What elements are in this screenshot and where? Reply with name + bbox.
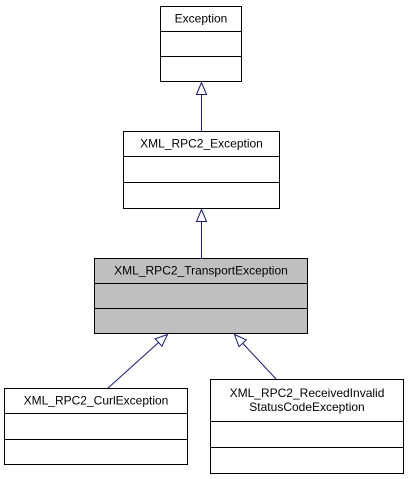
inheritance-edge-xml-rpc2-received-invalid-status-code-exception: [233, 333, 277, 380]
inheritance-edge-xml-rpc2-exception: [195, 81, 208, 132]
class-name-text: Exception: [175, 12, 228, 26]
class-name-text: StatusCodeException: [249, 400, 364, 414]
class-box: [94, 258, 308, 334]
class-box: [4, 388, 188, 465]
class-node-xml-rpc2-exception: XML_RPC2_Exception: [123, 131, 280, 209]
class-node-xml-rpc2-received-invalid-status-code-exception: XML_RPC2_ReceivedInvalidStatusCodeExcept…: [210, 379, 404, 474]
class-nodes: ExceptionXML_RPC2_ExceptionXML_RPC2_Tran…: [4, 6, 404, 474]
class-box: [123, 131, 280, 209]
class-node-exception: Exception: [160, 6, 242, 82]
inheritance-arrow-icon: [154, 333, 169, 348]
inheritance-edge-xml-rpc2-transport-exception: [195, 208, 208, 259]
class-box: [210, 379, 404, 474]
class-name-text: XML_RPC2_Exception: [140, 137, 263, 151]
inheritance-arrow-icon: [195, 208, 208, 222]
inheritance-edge-xml-rpc2-curl-exception: [107, 333, 169, 389]
class-name-text: XML_RPC2_CurlException: [24, 394, 169, 408]
class-name-text: XML_RPC2_ReceivedInvalid: [230, 386, 385, 400]
inheritance-arrow-icon: [195, 81, 208, 95]
inheritance-edges: [107, 81, 277, 389]
inheritance-line: [242, 342, 277, 380]
inheritance-line: [107, 342, 159, 389]
class-node-xml-rpc2-curl-exception: XML_RPC2_CurlException: [4, 388, 188, 465]
class-box: [160, 6, 242, 82]
inheritance-arrow-icon: [233, 333, 248, 348]
class-name-text: XML_RPC2_TransportException: [114, 264, 288, 278]
class-node-xml-rpc2-transport-exception: XML_RPC2_TransportException: [94, 258, 308, 334]
